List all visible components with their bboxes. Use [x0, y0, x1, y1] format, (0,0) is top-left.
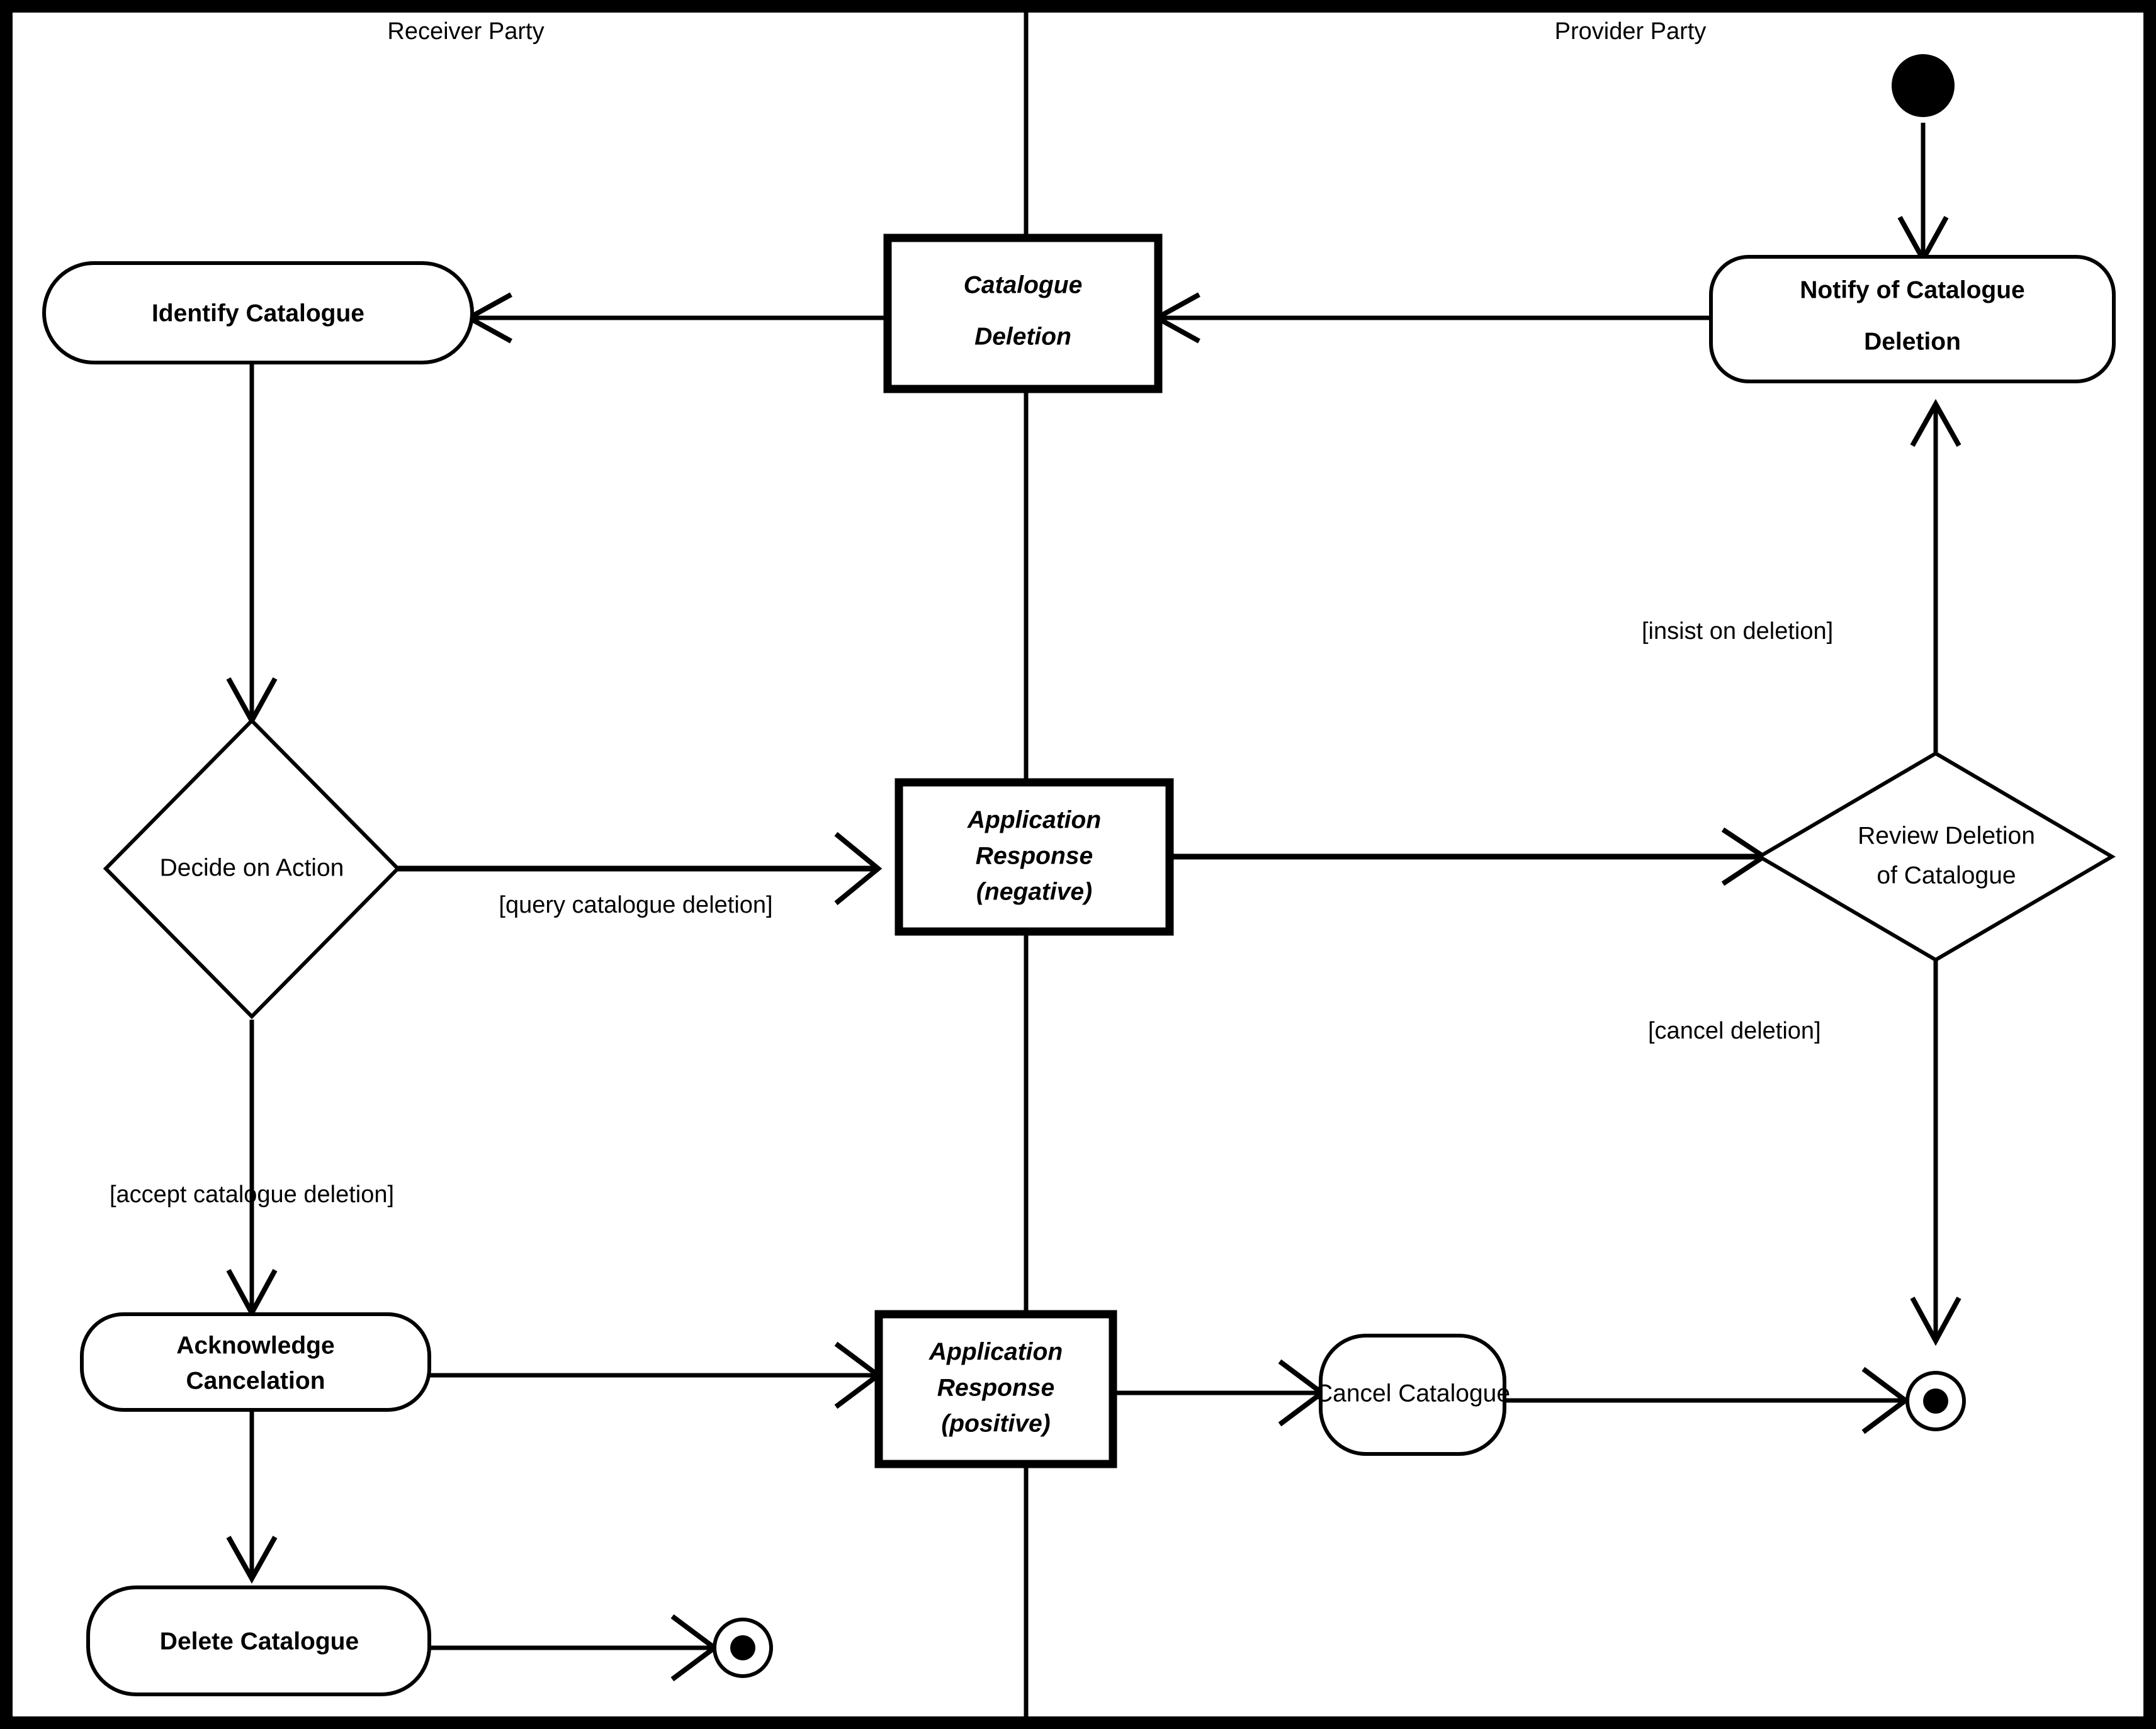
signal-application-response-negative[interactable] — [895, 778, 1174, 936]
final-node-receiver-dot — [730, 1635, 755, 1660]
initial-node — [1892, 54, 1955, 117]
swimlane-title-receiver: Receiver Party — [387, 18, 544, 45]
arrowhead-decide-to-negative — [834, 831, 883, 906]
action-delete-catalogue-label: Delete Catalogue — [160, 1628, 359, 1655]
guard-cancel-deletion: [cancel deletion] — [1648, 1018, 1821, 1044]
signal-catalogue-deletion-line1: Catalogue — [964, 271, 1083, 298]
decision-review-deletion-of-catalogue-line2: of Catalogue — [1877, 862, 2016, 889]
decision-review-deletion-of-catalogue-line1: Review Deletion — [1858, 822, 2035, 849]
action-cancel-catalogue[interactable] — [1319, 1334, 1506, 1456]
action-acknowledge-cancelation-line2: Cancelation — [186, 1367, 325, 1394]
action-notify-of-catalogue-deletion[interactable] — [1709, 255, 2116, 383]
guard-insist-on-deletion: [insist on deletion] — [1642, 618, 1833, 645]
signal-catalogue-deletion-line2: Deletion — [974, 323, 1071, 350]
arrowhead-review-to-final-provider — [1910, 1297, 1961, 1346]
guard-accept-catalogue-deletion: [accept catalogue deletion] — [110, 1181, 394, 1208]
arrowhead-cancel-to-final-provider2 — [1861, 1366, 1910, 1434]
decision-decide-on-action[interactable] — [103, 718, 401, 1020]
action-acknowledge-cancelation-line1: Acknowledge — [176, 1332, 334, 1359]
decision-review-deletion-of-catalogue[interactable] — [1756, 751, 2116, 962]
swimlane-title-provider: Provider Party — [1555, 18, 1707, 45]
action-notify-of-catalogue-deletion-line2: Deletion — [1864, 328, 1961, 355]
signal-application-response-negative-line3: (negative) — [976, 878, 1092, 905]
signal-application-response-positive-line1: Application — [928, 1338, 1063, 1365]
action-identify-catalogue-label: Identify Catalogue — [152, 300, 364, 327]
guard-query-catalogue-deletion: [query catalogue deletion] — [499, 892, 772, 918]
signal-application-response-positive[interactable] — [874, 1310, 1117, 1468]
signal-application-response-negative-line2: Response — [976, 842, 1093, 869]
signal-application-response-positive-line3: (positive) — [941, 1410, 1050, 1437]
decision-decide-on-action-label: Decide on Action — [160, 854, 344, 881]
action-identify-catalogue[interactable] — [42, 261, 474, 364]
signal-application-response-negative-line1: Application — [967, 806, 1101, 833]
action-notify-of-catalogue-deletion-line1: Notify of Catalogue — [1800, 276, 2025, 303]
signal-catalogue-deletion[interactable] — [883, 234, 1163, 393]
arrowhead-acknowledge-to-delete — [226, 1536, 278, 1584]
signal-application-response-positive-line2: Response — [937, 1374, 1054, 1401]
action-acknowledge-cancelation[interactable] — [80, 1312, 431, 1412]
action-cancel-catalogue-label: Cancel Catalogue — [1315, 1380, 1510, 1407]
arrowhead-review-to-notify — [1910, 398, 1961, 447]
final-node-provider-dot — [1923, 1388, 1948, 1414]
action-delete-catalogue[interactable] — [86, 1585, 431, 1696]
